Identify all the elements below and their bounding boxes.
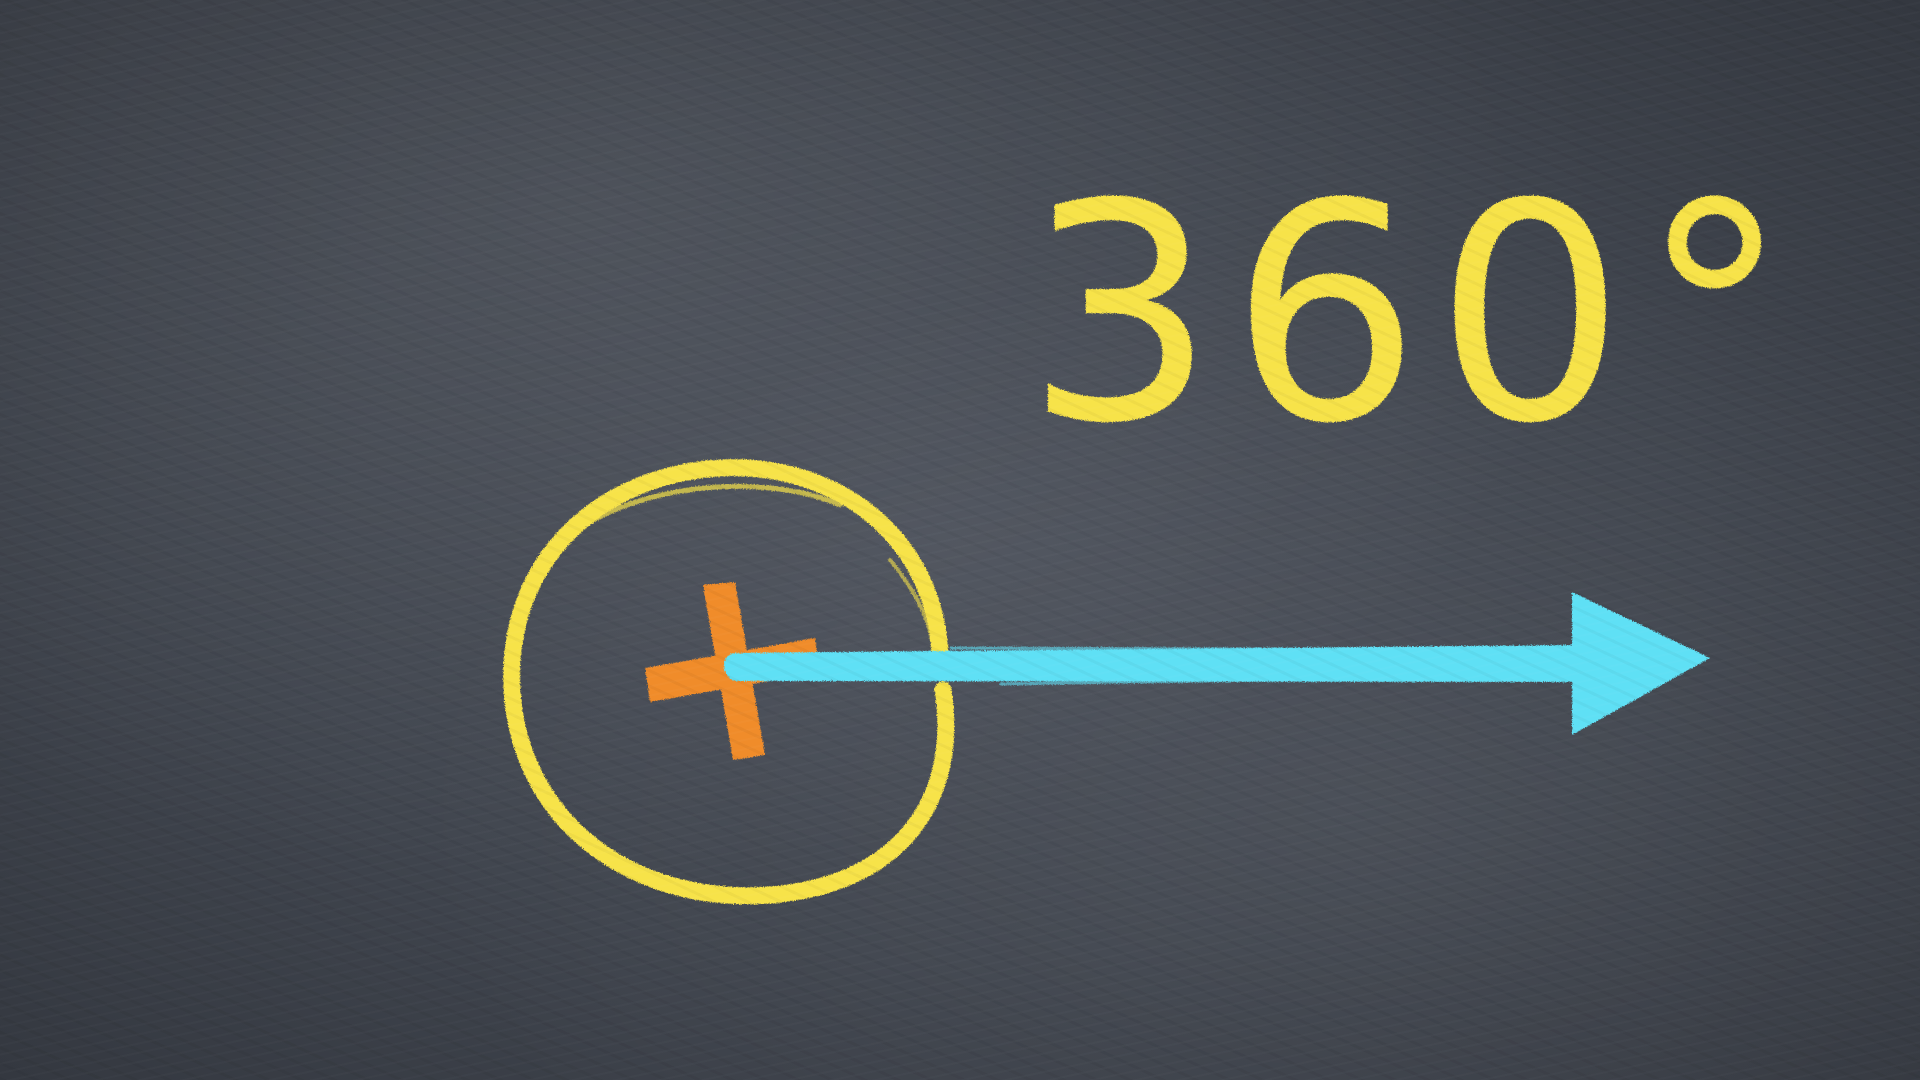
angle-label: 360° (1025, 140, 1804, 489)
right-arrow-icon (724, 592, 1710, 735)
rotation-circle-icon (503, 459, 955, 905)
